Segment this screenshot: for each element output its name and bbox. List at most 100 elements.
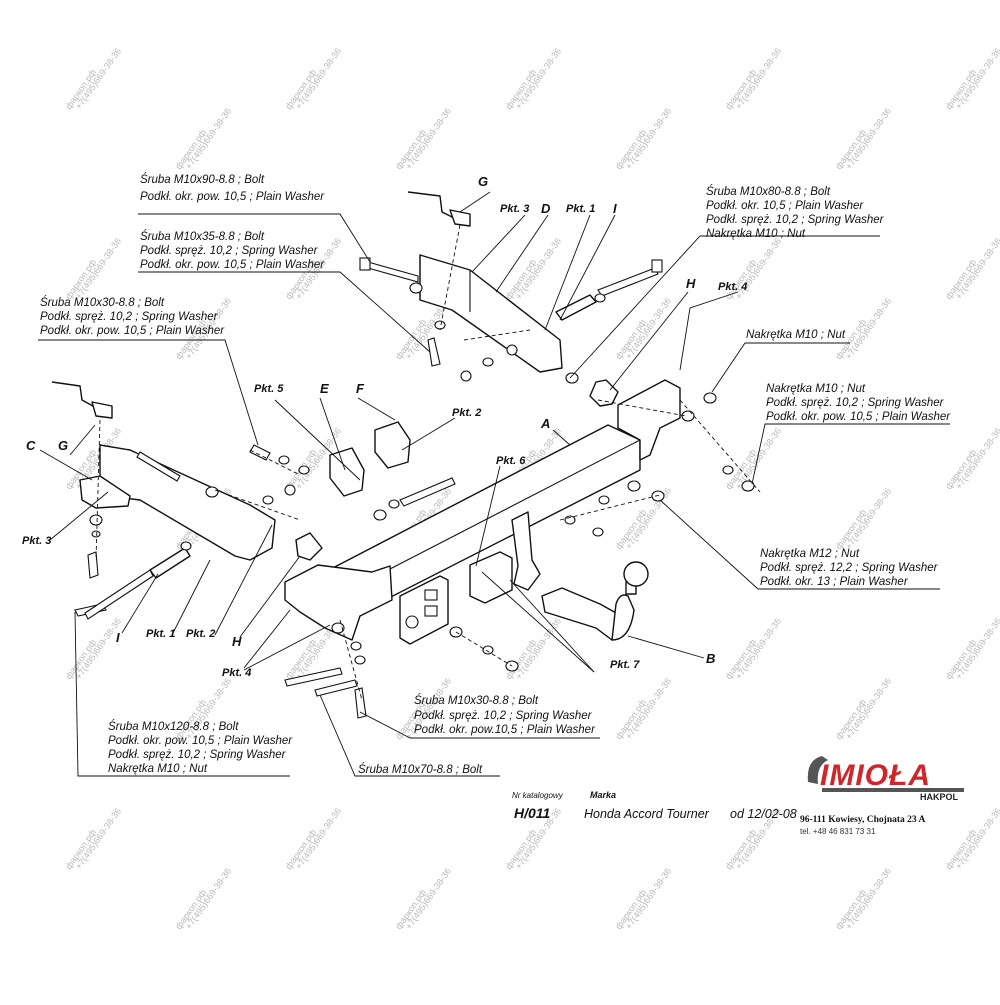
watermark-phone: +7(495)669-38-36 [623, 676, 673, 741]
logo-subtext: HAKPOL [920, 792, 959, 802]
svg-text:Śruba M10x90-8.8 ; Bolt: Śruba M10x90-8.8 ; Bolt [140, 173, 265, 186]
svg-text:Podkł. spręż. 10,2 ; Spring Wa: Podkł. spręż. 10,2 ; Spring Washer [140, 245, 319, 257]
watermark-phone: +7(495)669-38-36 [843, 866, 893, 931]
watermark-phone: +7(495)669-38-36 [513, 46, 563, 111]
nuts-and-washers [89, 282, 755, 672]
watermark-phone: +7(495)669-38-36 [513, 236, 563, 301]
spacer-tubes-part-H-I [149, 294, 619, 579]
watermark-phone: +7(495)669-38-36 [73, 236, 123, 301]
svg-text:Podkł. okr. 10,5 ; Plain Washe: Podkł. okr. 10,5 ; Plain Washer [706, 200, 864, 212]
watermark-phone: +7(495)669-38-36 [953, 426, 1000, 491]
svg-text:Śruba M10x70-8.8 ; Bolt: Śruba M10x70-8.8 ; Bolt [358, 763, 483, 776]
callout-bolt-m10x120: Śruba M10x120-8.8 ; Bolt Podkł. okr. pow… [108, 720, 293, 775]
watermark-phone: +7(495)669-38-36 [73, 806, 123, 871]
callout-bolt-m10x80: Śruba M10x80-8.8 ; Bolt Podkł. okr. 10,5… [706, 185, 885, 240]
callout-bolt-m10x30-left: Śruba M10x30-8.8 ; Bolt Podkł. spręż. 10… [40, 296, 225, 337]
svg-text:Nakrętka M12 ; Nut: Nakrętka M12 ; Nut [760, 548, 860, 560]
pkt-2-bottom-label: Pkt. 2 [186, 628, 215, 640]
pkt-7-label: Pkt. 7 [610, 659, 640, 671]
hanger-bracket-part-G-top [407, 191, 471, 227]
letter-B: B [706, 651, 715, 666]
svg-text:Podkł. okr. 13 ; Plain Washer: Podkł. okr. 13 ; Plain Washer [760, 576, 909, 588]
vehicle-model: Honda Accord Tourner [584, 807, 710, 821]
model-date: od 12/02-08 [730, 807, 797, 821]
svg-text:Nakrętka M10 ; Nut: Nakrętka M10 ; Nut [108, 763, 208, 775]
svg-text:Podkł. spręż. 12,2 ; Spring Wa: Podkł. spręż. 12,2 ; Spring Washer [760, 562, 939, 574]
watermark-phone: +7(495)669-38-36 [623, 106, 673, 171]
callout-bolt-m10x70: Śruba M10x70-8.8 ; Bolt [358, 763, 483, 776]
svg-text:Podkł. okr. pow.10,5 ; Plain W: Podkł. okr. pow.10,5 ; Plain Washer [414, 724, 596, 736]
callout-bolt-m10x30-bottom: Śruba M10x30-8.8 ; Bolt Podkł. spręż. 10… [414, 694, 596, 736]
letter-H-bottom: H [232, 634, 242, 649]
pkt-2-mid-label: Pkt. 2 [452, 407, 481, 419]
pkt-3-left-label: Pkt. 3 [22, 535, 51, 547]
watermark-phone: +7(495)669-38-36 [953, 806, 1000, 871]
watermark-phone: +7(495)669-38-36 [843, 106, 893, 171]
letter-D: D [541, 201, 551, 216]
letter-F: F [356, 381, 365, 396]
catalog-footer: Nr katalogowy H/011 Marka Honda Accord T… [512, 790, 797, 821]
svg-text:Nakrętka M10 ; Nut: Nakrętka M10 ; Nut [706, 228, 806, 240]
svg-text:Śruba M10x120-8.8 ; Bolt: Śruba M10x120-8.8 ; Bolt [108, 720, 239, 733]
watermark-phone: +7(495)669-38-36 [513, 616, 563, 681]
letter-A: A [540, 416, 550, 431]
watermark-phone: +7(495)669-38-36 [293, 806, 343, 871]
letter-C: C [26, 438, 36, 453]
svg-text:Nakrętka M10 ; Nut: Nakrętka M10 ; Nut [746, 329, 846, 341]
watermark-phone: +7(495)669-38-36 [403, 866, 453, 931]
make-caption: Marka [590, 790, 616, 800]
svg-text:Podkł. spręż. 10,2 ; Spring Wa: Podkł. spręż. 10,2 ; Spring Washer [706, 214, 885, 226]
pkt-1-bottom-label: Pkt. 1 [146, 628, 175, 640]
callout-nut-m10-single: Nakrętka M10 ; Nut [746, 329, 846, 341]
watermark-phone: +7(495)669-38-36 [73, 46, 123, 111]
watermark-phone: +7(495)669-38-36 [953, 46, 1000, 111]
right-side-arm-part-D [419, 254, 563, 373]
svg-text:Nakrętka M10 ; Nut: Nakrętka M10 ; Nut [766, 383, 866, 395]
svg-text:Śruba M10x30-8.8 ; Bolt: Śruba M10x30-8.8 ; Bolt [40, 296, 165, 309]
svg-text:Podkł. okr. pow. 10,5 ; Plain: Podkł. okr. pow. 10,5 ; Plain Washer [140, 191, 325, 203]
bracket-part-E [329, 447, 365, 497]
letter-H-top: H [686, 276, 696, 291]
callout-bolt-m10x90: Śruba M10x90-8.8 ; Bolt Podkł. okr. pow.… [140, 173, 325, 203]
catalog-number: H/011 [514, 805, 551, 821]
letter-I-top: I [613, 201, 617, 216]
callout-nut-m10-spring: Nakrętka M10 ; Nut Podkł. spręż. 10,2 ; … [766, 383, 951, 423]
svg-text:Podkł. spręż. 10,2 ; Spring Wa: Podkł. spręż. 10,2 ; Spring Washer [414, 710, 593, 722]
bolts [74, 257, 663, 719]
watermark-phone: +7(495)669-38-36 [623, 296, 673, 361]
watermark-phone: +7(495)669-38-36 [733, 46, 783, 111]
hanger-bracket-part-G-left [51, 381, 113, 419]
pkt-4-top-label: Pkt. 4 [718, 281, 747, 293]
watermark-phone: +7(495)669-38-36 [843, 486, 893, 551]
main-crossbeam-part-A [284, 379, 681, 645]
svg-text:Śruba M10x80-8.8 ; Bolt: Śruba M10x80-8.8 ; Bolt [706, 185, 831, 198]
catalog-caption: Nr katalogowy [512, 791, 564, 800]
svg-text:Podkł. spręż. 10,2 ; Spring Wa: Podkł. spręż. 10,2 ; Spring Washer [108, 749, 287, 761]
svg-text:Podkł. okr. pow. 10,5 ; Plain: Podkł. okr. pow. 10,5 ; Plain Washer [40, 325, 225, 337]
tow-ball-part-B [541, 561, 649, 641]
watermark-phone: +7(495)669-38-36 [953, 616, 1000, 681]
logo-text: IMIOŁA [820, 759, 931, 792]
watermark-phone: +7(495)669-38-36 [623, 486, 673, 551]
letter-G-left: G [58, 438, 68, 453]
watermark-phone: +7(495)669-38-36 [953, 236, 1000, 301]
pkt-6-label: Pkt. 6 [496, 455, 526, 467]
pkt-5-label: Pkt. 5 [254, 383, 284, 395]
callout-bolt-m10x35: Śruba M10x35-8.8 ; Bolt Podkł. spręż. 10… [140, 230, 325, 271]
watermark-phone: +7(495)669-38-36 [623, 866, 673, 931]
letter-G-top: G [478, 174, 488, 189]
svg-text:Podkł. okr. pow. 10,5 ; Plain: Podkł. okr. pow. 10,5 ; Plain Washer [140, 259, 325, 271]
svg-text:Śruba M10x35-8.8 ; Bolt: Śruba M10x35-8.8 ; Bolt [140, 230, 265, 243]
watermark-phone: +7(495)669-38-36 [733, 616, 783, 681]
svg-text:Podkł. okr. pow. 10,5 ; Plain: Podkł. okr. pow. 10,5 ; Plain Washer [108, 735, 293, 747]
brand-phone: tel. +48 46 831 73 31 [800, 827, 876, 836]
pkt-3-top-label: Pkt. 3 [500, 203, 529, 215]
callout-nut-m12: Nakrętka M12 ; Nut Podkł. spręż. 12,2 ; … [760, 548, 939, 588]
imiola-logo: IMIOŁA HAKPOL 96-111 Kowiesy, Chojnata 2… [800, 756, 964, 836]
brand-address: 96-111 Kowiesy, Chojnata 23 A [800, 815, 925, 825]
watermark-phone: +7(495)669-38-36 [183, 866, 233, 931]
svg-text:Śruba M10x30-8.8 ; Bolt: Śruba M10x30-8.8 ; Bolt [414, 694, 539, 707]
watermark-phone: +7(495)669-38-36 [843, 676, 893, 741]
svg-text:Podkł. spręż. 10,2 ; Spring Wa: Podkł. spręż. 10,2 ; Spring Washer [766, 397, 945, 409]
